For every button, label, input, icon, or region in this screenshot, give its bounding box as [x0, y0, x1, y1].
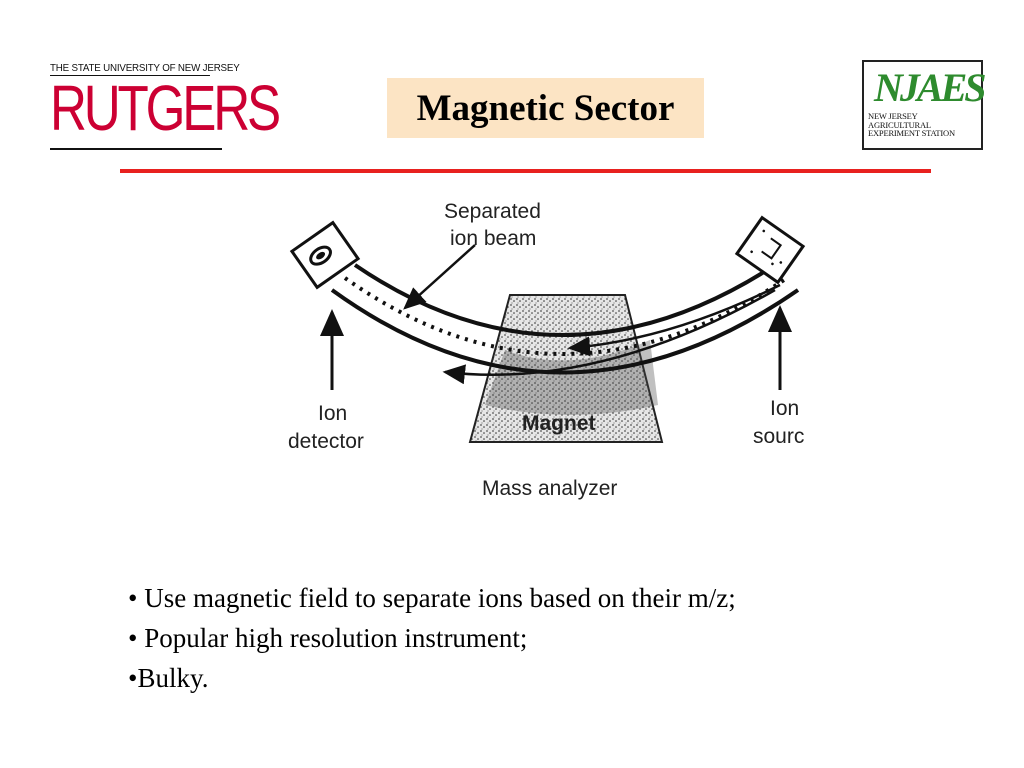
njaes-name: NEW JERSEY AGRICULTURAL EXPERIMENT STATI…: [868, 111, 955, 138]
ion-detector-box: [289, 220, 361, 290]
njaes-mark: NJAES: [874, 65, 986, 110]
flight-tube-inner: [330, 288, 800, 375]
source-label-line2: sourc: [753, 425, 804, 448]
beam-label-line2: ion beam: [450, 227, 536, 250]
bullet-item: • Popular high resolution instrument;: [128, 623, 528, 653]
title-divider: [120, 169, 931, 173]
bullet-list: • Use magnetic field to separate ions ba…: [128, 578, 736, 698]
ion-trajectory-2: [442, 288, 776, 385]
bullet-item: • Use magnetic field to separate ions ba…: [128, 583, 736, 613]
ion-beam-dashed: [343, 276, 789, 356]
njaes-logo: NJAES NEW JERSEY AGRICULTURAL EXPERIMENT…: [862, 60, 986, 150]
detector-label-line2: detector: [288, 430, 364, 453]
mass-analyzer-label: Mass analyzer: [482, 477, 617, 500]
magnetic-sector-diagram: Separated ion beam Ion detector Ion sour…: [288, 200, 806, 500]
rutgers-wordmark: RUTGERS: [50, 72, 281, 144]
rutgers-logo: THE STATE UNIVERSITY OF NEW JERSEY RUTGE…: [50, 62, 281, 150]
beam-pointer-arrow: [403, 244, 476, 310]
detector-label-line1: Ion: [318, 402, 347, 425]
ion-source-box: [734, 215, 806, 285]
source-label-line1: Ion: [770, 397, 799, 420]
slide-title: Magnetic Sector: [416, 87, 675, 129]
bullet-item: •Bulky.: [128, 663, 209, 693]
beam-label-line1: Separated: [444, 200, 541, 223]
rutgers-tagline: THE STATE UNIVERSITY OF NEW JERSEY: [50, 62, 240, 76]
slide-title-box: Magnetic Sector: [387, 78, 704, 138]
ion-trajectory-1: [567, 283, 781, 357]
magnet-label: Magnet: [522, 412, 596, 435]
